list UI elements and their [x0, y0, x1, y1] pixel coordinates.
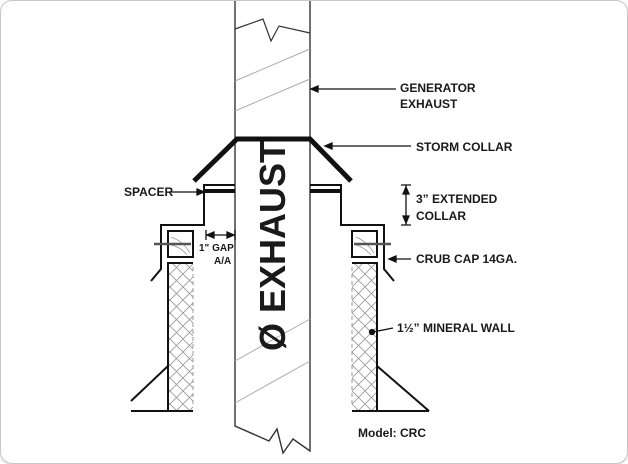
label-storm-collar: STORM COLLAR	[416, 140, 513, 154]
label-gap-1: 1" GAP	[199, 243, 234, 254]
leader-lines	[171, 85, 411, 336]
label-model: Model: CRC	[358, 426, 426, 440]
label-generator-exhaust-1: GENERATOR	[400, 81, 476, 95]
label-spacer: SPACER	[124, 185, 173, 199]
label-gap-2: A/A	[214, 256, 231, 267]
curb-cap	[154, 230, 391, 258]
storm-collar	[192, 136, 353, 183]
label-mineral-wall: 1½” MINERAL WALL	[397, 321, 515, 335]
label-generator-exhaust-2: EXHAUST	[400, 97, 458, 111]
exhaust-pipe	[234, 1, 311, 455]
label-curb-cap: CRUB CAP 14GA.	[416, 252, 517, 266]
extended-collar	[150, 184, 395, 282]
label-extended-collar-2: COLLAR	[416, 209, 466, 223]
pipe-exhaust-label: Ø EXHAUST	[252, 141, 293, 351]
mineral-wall	[130, 262, 430, 412]
label-extended-collar-1: 3” EXTENDED	[416, 192, 498, 206]
